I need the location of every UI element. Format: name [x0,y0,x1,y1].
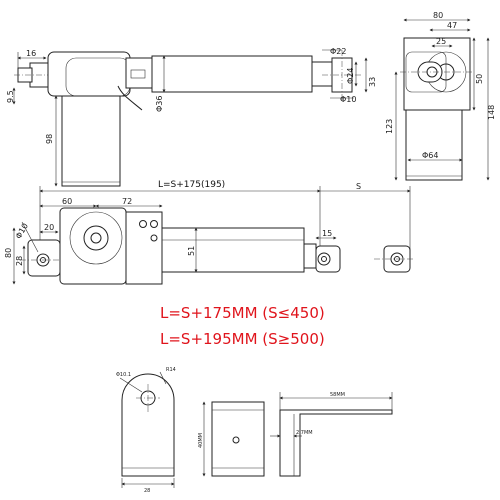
formula-line-1: L=S+175MM (S≤450) [160,304,325,322]
dim-phi10-1: Φ10.1 [116,372,131,378]
dim-r14: R14 [166,367,176,373]
dim-58mm: 58MM [330,392,345,398]
dim-25: 25 [436,37,446,46]
dim-148: 148 [487,105,496,120]
dim-phi24: Φ24 [346,68,355,84]
outer-tube [151,55,313,93]
motor-body [61,95,121,187]
side-motor [405,109,463,181]
bracket-b-hole [232,436,240,444]
connector-box [125,57,153,89]
dim-80-front: 80 [4,248,13,258]
dim-9-5: 9.5 [6,90,15,103]
dim-2-7mm: 2.7MM [296,430,313,436]
front-connector [125,211,163,285]
dim-72: 72 [122,197,132,206]
extension-rod [311,61,333,87]
length-label: L=S+175(195) [158,180,225,190]
dim-phi64: Φ64 [422,151,438,160]
dim-123: 123 [385,119,394,134]
dim-28-bracket: 28 [144,488,150,494]
dim-phi22: Φ22 [330,47,346,56]
dim-60: 60 [62,197,72,206]
dim-16: 16 [26,49,36,58]
dim-phi10-front: Φ10 [14,222,30,241]
dim-phi10: Φ10 [340,95,356,104]
dim-80: 80 [433,11,443,20]
dim-47: 47 [447,21,457,30]
rod-eye [315,245,341,273]
gear-circle [83,225,109,251]
dim-20: 20 [44,223,54,232]
bracket-c: 58MM 2.7MM [270,392,393,477]
front-outer-tube [161,227,305,273]
dim-50: 50 [475,74,484,84]
dim-phi36: Φ36 [155,96,164,112]
front-rod [303,243,317,269]
bracket-c-profile [279,409,393,477]
dim-40mm: 40MM [198,433,204,448]
top-view: 16 9.5 98 Φ36 Φ22 Φ24 33 Φ10 [6,47,377,187]
bracket-a: Φ10.1 R14 28 [116,367,176,494]
bracket-b-plate [211,401,265,477]
power-cable [117,85,143,111]
dim-15: 15 [322,229,332,238]
dim-98: 98 [45,134,54,144]
dim-33: 33 [368,77,377,87]
front-gearbox [59,207,127,285]
bracket-b: 40MM [198,401,265,477]
gearbox-housing [47,51,131,97]
dim-51: 51 [187,246,196,256]
stroke-label: S [356,182,361,191]
dim-28-front: 28 [15,256,24,266]
front-view: L=S+175(195) S 60 72 [4,180,414,285]
bracket-a-plate [121,373,175,477]
side-view: 80 47 25 50 148 123 Φ64 [385,11,496,181]
formula-line-2: L=S+195MM (S≥500) [160,330,325,348]
